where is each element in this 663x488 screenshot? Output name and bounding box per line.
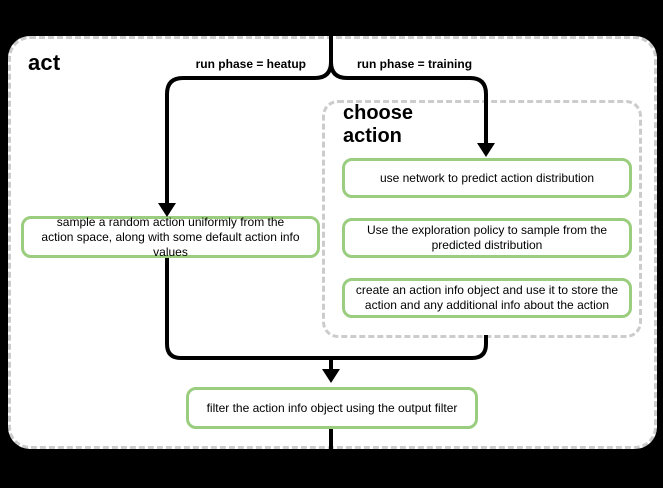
step-filter-action-info: filter the action info object using the … [186, 387, 478, 429]
branch-label-training: run phase = training [357, 57, 473, 71]
act-container-title: act [28, 50, 61, 75]
choose-action-group-title: choose action [343, 102, 414, 147]
step-create-action-info-object: create an action info object and use it … [342, 278, 632, 318]
step-predict-action-distribution: use network to predict action distributi… [342, 158, 632, 198]
step-exploration-policy-sample: Use the exploration policy to sample fro… [342, 218, 632, 258]
branch-label-heatup: run phase = heatup [195, 57, 306, 71]
step-sample-random-action: sample a random action uniformly from th… [21, 215, 320, 259]
